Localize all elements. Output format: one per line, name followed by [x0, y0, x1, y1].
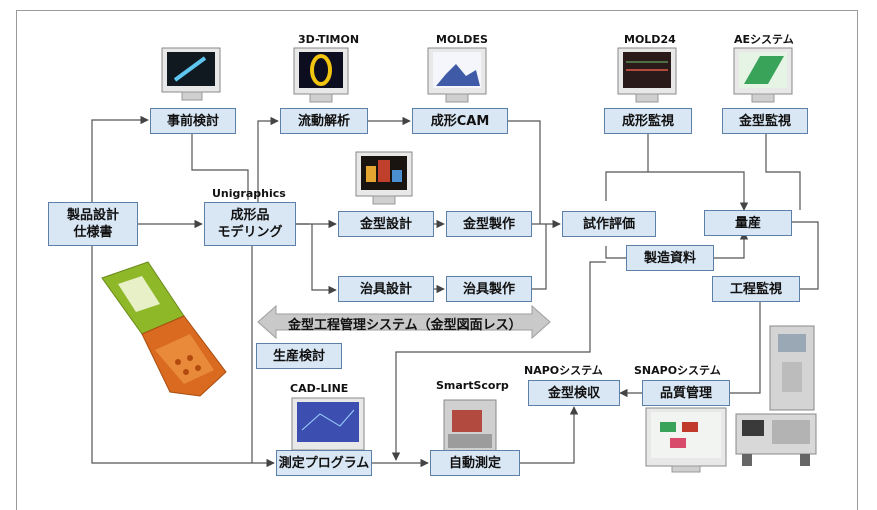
line-process-to-quality: [730, 300, 761, 394]
caption-ae-system: AEシステム: [734, 33, 794, 46]
caption-smartscorp: SmartScorp: [436, 379, 509, 392]
product-design-line2: 仕様書: [73, 225, 113, 240]
modeling-line1: 成形品: [230, 208, 270, 223]
injection-machine: [735, 413, 817, 466]
box-mass-production[interactable]: 量産: [704, 210, 792, 236]
box-molding-cam[interactable]: 成形CAM: [412, 108, 508, 134]
caption-cad-line: CAD-LINE: [290, 382, 349, 395]
box-quality-control[interactable]: 品質管理: [642, 380, 730, 406]
caption-unigraphics: Unigraphics: [212, 187, 286, 200]
monitor-ae: [733, 47, 793, 103]
box-mold-monitor[interactable]: 金型監視: [722, 108, 808, 134]
line-review-to-modeling: [191, 133, 249, 200]
monitor-moldes: [427, 47, 487, 103]
caption-3d-timon: 3D-TIMON: [298, 33, 360, 46]
box-preliminary-review[interactable]: 事前検討: [150, 108, 236, 134]
arrow-docs-to-mass: [714, 231, 749, 259]
box-trial-evaluation[interactable]: 試作評価: [562, 211, 656, 237]
line-trial-to-docs: [605, 246, 626, 259]
product-design-line1: 製品設計: [66, 208, 119, 223]
box-measurement-program[interactable]: 測定プログラム: [276, 450, 372, 476]
caption-napo-system: NAPOシステム: [524, 364, 603, 377]
box-mold-design[interactable]: 金型設計: [338, 211, 434, 237]
arrow-auto-to-inspect: [520, 406, 579, 464]
modeling-line2: モデリング: [217, 225, 283, 240]
arrow-trial-to-auto: [391, 261, 606, 461]
monitor-molddesign: [355, 151, 413, 205]
box-molded-part-modeling[interactable]: 成形品 モデリング: [204, 202, 296, 246]
monitor-timon: [293, 47, 349, 103]
box-mold-making[interactable]: 金型製作: [446, 211, 532, 237]
box-manufacturing-docs[interactable]: 製造資料: [626, 245, 714, 271]
box-molding-monitor[interactable]: 成形監視: [604, 108, 692, 134]
monitor-cadline: [291, 397, 365, 457]
box-process-monitor[interactable]: 工程監視: [712, 276, 800, 302]
tower-machine: [769, 325, 815, 411]
arrow-trial-to-mass: [605, 171, 749, 211]
arrow-design-to-review: [91, 115, 149, 202]
diagram-frame: [16, 10, 858, 510]
monitor-mold24: [617, 47, 677, 103]
caption-mold24: MOLD24: [624, 33, 676, 46]
arrow-design-to-measure: [91, 246, 275, 468]
box-production-review[interactable]: 生産検討: [256, 343, 342, 369]
monitor-snapo: [645, 407, 727, 473]
box-jig-making[interactable]: 治具製作: [446, 276, 532, 302]
caption-moldes: MOLDES: [436, 33, 488, 46]
box-mold-inspection[interactable]: 金型検収: [528, 380, 620, 406]
line-jigmaking-to-trial: [532, 224, 547, 290]
box-product-design[interactable]: 製品設計 仕様書: [48, 202, 138, 246]
monitor-preliminary: [161, 47, 221, 101]
arrow-modeling-to-jigdesign: [311, 224, 337, 295]
box-auto-measurement[interactable]: 自動測定: [430, 450, 520, 476]
process-management-band-label: 金型工程管理システム（金型図面レス）: [288, 318, 522, 333]
line-cam-to-trial: [508, 120, 541, 224]
caption-snapo-system: SNAPOシステム: [634, 364, 721, 377]
phone-illustration: [101, 261, 227, 397]
line-mass-to-process: [790, 221, 819, 290]
process-band-arrow: [257, 304, 551, 340]
line-mold-monitor: [765, 133, 801, 210]
smartscorp-device: [443, 399, 497, 453]
box-jig-design[interactable]: 治具設計: [338, 276, 434, 302]
box-flow-analysis[interactable]: 流動解析: [280, 108, 368, 134]
